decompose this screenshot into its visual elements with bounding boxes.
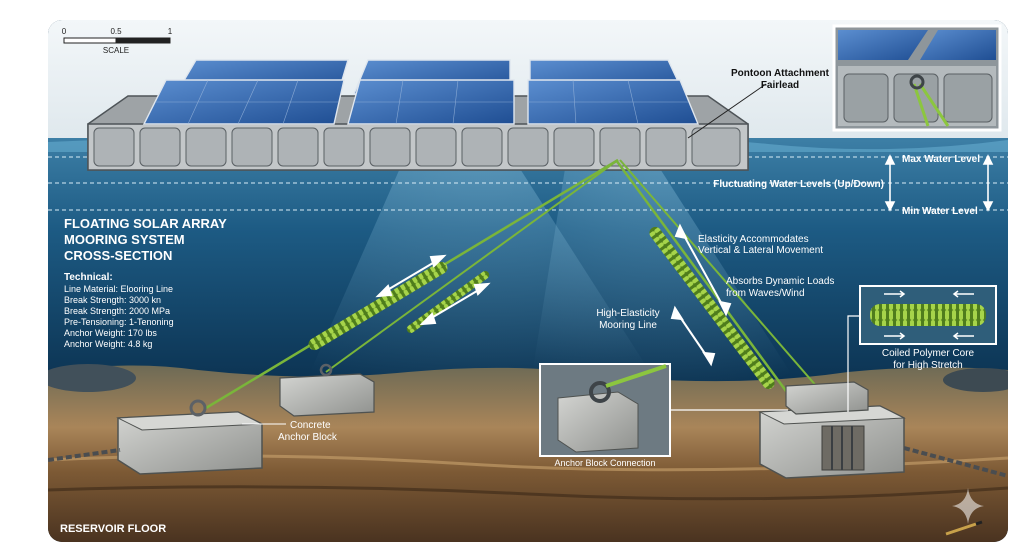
concrete-anchor-block-back-right bbox=[785, 381, 869, 415]
reservoir-floor-label: RESERVOIR FLOOR bbox=[60, 523, 166, 535]
scale-bar: 0 0.5 1 SCALE bbox=[62, 27, 173, 55]
mooring-label-2: Mooring Line bbox=[599, 320, 657, 331]
mooring-line-back bbox=[325, 159, 619, 373]
diagram-canvas: 0 0.5 1 SCALE bbox=[48, 20, 1008, 542]
fairlead-inset bbox=[832, 24, 1002, 132]
coiled-label-1: Coiled Polymer Core bbox=[882, 348, 975, 359]
scale-tick-0.5: 0.5 bbox=[110, 27, 122, 36]
title-line-3: CROSS-SECTION bbox=[64, 248, 172, 263]
title-line-2: MOORING SYSTEM bbox=[64, 232, 185, 247]
mooring-line-back-right bbox=[619, 159, 819, 389]
max-water-label: Max Water Level bbox=[902, 154, 980, 165]
pen-icon bbox=[945, 520, 983, 536]
anchor-label-2: Anchor Block bbox=[278, 432, 338, 443]
scale-tick-1: 1 bbox=[168, 27, 173, 36]
scale-tick-0: 0 bbox=[62, 27, 67, 36]
technical-line: Anchor Weight: 170 lbs bbox=[64, 328, 157, 338]
technical-line: Break Strength: 3000 kn bbox=[64, 295, 161, 305]
connection-label: Anchor Block Connection bbox=[554, 458, 655, 468]
mooring-label-1: High-Elasticity bbox=[596, 308, 659, 319]
sediment-layer bbox=[48, 485, 1008, 501]
technical-heading: Technical: bbox=[64, 272, 113, 283]
technical-line: Pre-Tensioning: 1-Tenoning bbox=[64, 317, 174, 327]
sparkle-icon bbox=[952, 488, 984, 524]
rock bbox=[48, 364, 136, 392]
labels: Pontoon Attachment Fairlead Max Water Le… bbox=[60, 68, 980, 535]
solar-panels bbox=[142, 59, 700, 125]
min-water-label: Min Water Level bbox=[902, 206, 978, 217]
coil-leader bbox=[847, 315, 860, 412]
water-level-arrows bbox=[884, 154, 994, 212]
coiled-label-2: for High Stretch bbox=[893, 360, 962, 371]
chain bbox=[48, 448, 121, 462]
fairlead-label-1: Pontoon Attachment bbox=[731, 68, 830, 79]
anchor-label-1: Concrete bbox=[290, 420, 331, 431]
scale-label: SCALE bbox=[103, 46, 129, 55]
anchor-connection-inset bbox=[539, 363, 671, 457]
coiled-core-inset bbox=[859, 285, 997, 345]
absorbs-label-2: from Waves/Wind bbox=[726, 288, 805, 299]
absorbs-label-1: Absorbs Dynamic Loads bbox=[726, 276, 834, 287]
movement-arrows bbox=[375, 223, 732, 367]
coiled-section bbox=[649, 226, 775, 390]
concrete-anchor-block-back bbox=[279, 363, 375, 417]
technical-line: Break Strength: 2000 MPa bbox=[64, 306, 170, 316]
coiled-section bbox=[308, 261, 448, 351]
elasticity-label-2: Vertical & Lateral Movement bbox=[698, 245, 823, 256]
mooring-line-right bbox=[614, 159, 802, 411]
fairlead-leader bbox=[687, 83, 767, 139]
fairlead-label-2: Fairlead bbox=[761, 80, 799, 91]
concrete-anchor-block-left bbox=[116, 399, 264, 475]
technical-line: Anchor Weight: 4.8 kg bbox=[64, 339, 152, 349]
technical-line: Line Material: Elooring Line bbox=[64, 284, 173, 294]
rock bbox=[943, 368, 1008, 392]
fluctuating-label: Fluctuating Water Levels (Up/Down) bbox=[713, 179, 884, 190]
concrete-anchor-block-right bbox=[758, 393, 906, 479]
mooring-diagram: 0 0.5 1 SCALE bbox=[48, 20, 1008, 542]
title-line-1: FLOATING SOLAR ARRAY bbox=[64, 216, 227, 231]
mooring-lines bbox=[205, 158, 819, 411]
elasticity-label-1: Elasticity Accommodates bbox=[698, 234, 809, 245]
